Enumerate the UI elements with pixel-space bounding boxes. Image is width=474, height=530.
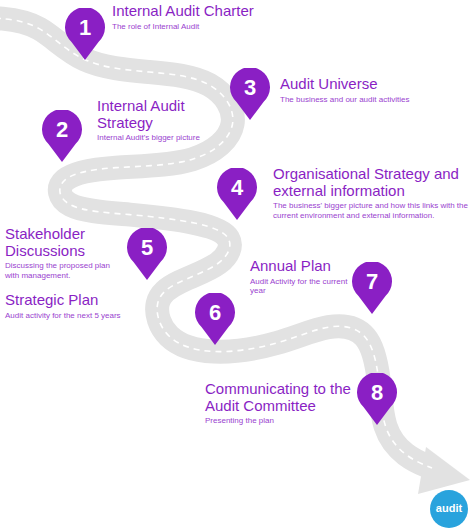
step-description: Audit activity for the next 5 years <box>5 311 130 321</box>
road-centre-line <box>0 18 432 468</box>
step-description: The business' bigger picture and how thi… <box>273 201 468 220</box>
step-number: 3 <box>230 68 270 108</box>
road-arrowhead <box>418 447 470 494</box>
road <box>0 18 432 468</box>
step-pin: 7Annual PlanAudit Activity for the curre… <box>352 262 392 314</box>
step-heading: Organisational Strategy and external inf… <box>273 166 468 199</box>
step-description: Internal Audit's bigger picture <box>97 133 217 143</box>
step-pin: 6Strategic PlanAudit activity for the ne… <box>195 293 235 345</box>
step-description: Presenting the plan <box>205 416 355 426</box>
step-heading: Internal Audit Charter <box>112 3 262 20</box>
step-heading: Communicating to the Audit Committee <box>205 381 355 414</box>
step-pin: 4Organisational Strategy and external in… <box>217 168 257 220</box>
logo-circle <box>430 490 468 528</box>
step-number: 8 <box>357 373 397 413</box>
step-caption: Stakeholder DiscussionsDiscussing the pr… <box>5 226 120 280</box>
step-number: 1 <box>65 8 105 48</box>
step-pin: 1Internal Audit CharterThe role of Inter… <box>65 8 105 60</box>
step-caption: Internal Audit CharterThe role of Intern… <box>112 3 262 31</box>
step-description: Audit Activity for the current year <box>250 277 350 296</box>
step-heading: Internal Audit Strategy <box>97 98 217 131</box>
step-heading: Stakeholder Discussions <box>5 226 120 259</box>
step-description: Discussing the proposed plan with manage… <box>5 261 120 280</box>
step-number: 6 <box>195 293 235 333</box>
step-pin: 3Audit UniverseThe business and our audi… <box>230 68 270 120</box>
step-number: 2 <box>42 110 82 150</box>
step-caption: Organisational Strategy and external inf… <box>273 166 468 220</box>
logo-text: audit <box>430 502 468 514</box>
step-heading: Audit Universe <box>280 76 430 93</box>
step-caption: Annual PlanAudit Activity for the curren… <box>250 258 350 296</box>
step-caption: Strategic PlanAudit activity for the nex… <box>5 292 130 320</box>
step-pin: 2Internal Audit StrategyInternal Audit's… <box>42 110 82 162</box>
step-description: The role of Internal Audit <box>112 22 262 32</box>
step-heading: Annual Plan <box>250 258 350 275</box>
step-pin: 8Communicating to the Audit CommitteePre… <box>357 373 397 425</box>
step-caption: Audit UniverseThe business and our audit… <box>280 76 430 104</box>
step-number: 7 <box>352 262 392 302</box>
step-number: 4 <box>217 168 257 208</box>
step-caption: Communicating to the Audit CommitteePres… <box>205 381 355 426</box>
step-number: 5 <box>127 228 167 268</box>
step-pin: 5Stakeholder DiscussionsDiscussing the p… <box>127 228 167 280</box>
step-description: The business and our audit activities <box>280 95 430 105</box>
step-heading: Strategic Plan <box>5 292 130 309</box>
step-caption: Internal Audit StrategyInternal Audit's … <box>97 98 217 143</box>
